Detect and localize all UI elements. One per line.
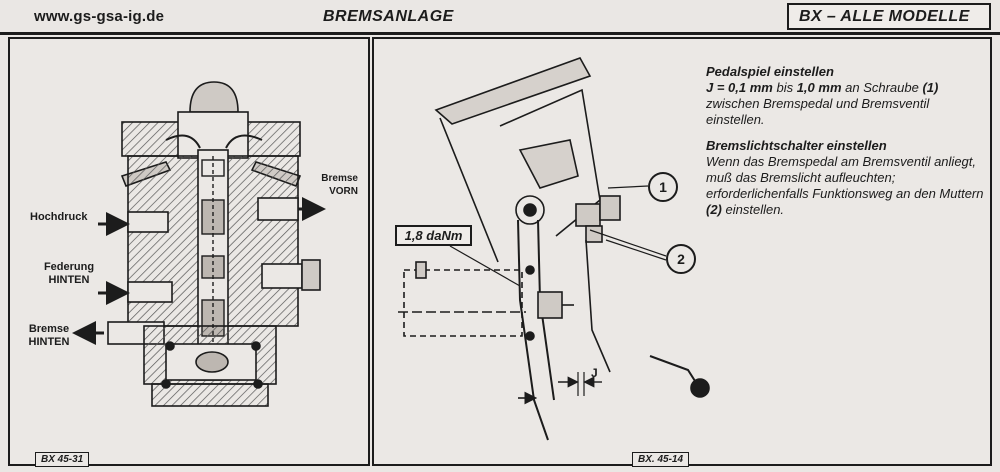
label-federung-hinten: Federung HINTEN <box>40 261 98 287</box>
paragraph-pedalspiel: J = 0,1 mm bis 1,0 mm an Schraube (1) zw… <box>706 80 984 128</box>
label-bremse-hinten: Bremse HINTEN <box>24 323 74 349</box>
label-bremse-vorn-line2: VORN <box>329 186 358 197</box>
text-bremslicht-main: Wenn das Bremspedal am Bremsventil anlie… <box>706 154 984 201</box>
callout-2: 2 <box>666 244 696 274</box>
header-rule <box>0 32 1000 35</box>
value-j: J = 0,1 mm <box>706 80 773 95</box>
right-figure-code: BX. 45-14 <box>632 452 690 467</box>
text-bis: bis <box>772 80 797 95</box>
label-federung-line2: HINTEN <box>48 274 90 286</box>
label-bremse-hinten-line1: Bremse <box>28 323 70 335</box>
text-schraube: an Schraube <box>841 80 923 95</box>
label-bremse-vorn: Bremse VORN <box>300 172 358 198</box>
ref-2: (2) <box>706 202 722 217</box>
site-url[interactable]: www.gs-gsa-ig.de <box>34 8 165 25</box>
label-bremse-hinten-line2: HINTEN <box>28 336 70 348</box>
label-federung-line1: Federung <box>43 261 95 273</box>
value-max: 1,0 mm <box>796 80 842 95</box>
brake-valve-section <box>107 81 321 407</box>
paragraph-bremslicht: Wenn das Bremspedal am Bremsventil anlie… <box>706 154 984 218</box>
label-hochdruck: Hochdruck <box>30 211 88 223</box>
ref-1: (1) <box>922 80 939 95</box>
section-title: BREMSANLAGE <box>323 8 454 25</box>
heading-pedalspiel: Pedalspiel einstellen <box>706 64 834 79</box>
text-pedalspiel-rest: zwischen Bremspedal und Bremsventil eins… <box>706 96 930 127</box>
page-header: www.gs-gsa-ig.de BREMSANLAGE BX – ALLE M… <box>0 0 1000 34</box>
text-bremslicht-end: einstellen. <box>721 202 785 217</box>
callout-1: 1 <box>648 172 678 202</box>
instruction-text: Pedalspiel einstellen J = 0,1 mm bis 1,0… <box>706 64 984 228</box>
label-bremse-vorn-line1: Bremse <box>321 173 358 184</box>
pedal-assembly <box>398 57 710 441</box>
flow-arrows <box>72 197 326 345</box>
left-figure-code: BX 45-31 <box>35 452 90 467</box>
model-label: BX – ALLE MODELLE <box>799 8 970 25</box>
model-box: BX – ALLE MODELLE <box>787 3 991 30</box>
heading-bremslicht: Bremslichtschalter einstellen <box>706 138 887 153</box>
gap-label-j: J <box>591 366 598 380</box>
torque-label: 1,8 daNm <box>395 225 472 246</box>
